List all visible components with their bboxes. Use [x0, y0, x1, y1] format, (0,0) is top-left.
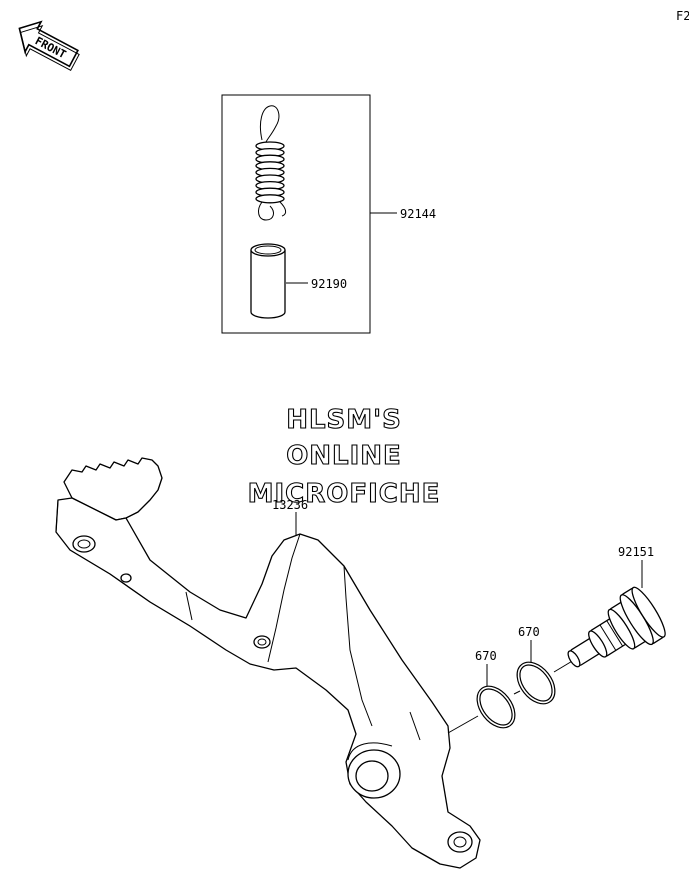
label-13236: 13236	[272, 498, 308, 512]
label-92144: 92144	[400, 207, 436, 221]
label-92190: 92190	[311, 277, 347, 291]
spring-coil	[255, 194, 285, 204]
watermark-line-3: MICROFICHE	[248, 479, 441, 509]
watermark-line-2: ONLINE	[286, 441, 402, 471]
return-spring	[255, 105, 287, 221]
kit-frame	[221, 94, 371, 334]
label-670-inner: 670	[518, 625, 540, 639]
pivot-shaft	[567, 586, 666, 668]
page-code: F2	[676, 9, 689, 23]
brake-pedal	[55, 457, 481, 869]
watermark-line-1: HLSM'S	[286, 405, 402, 435]
o-ring-inner	[516, 661, 556, 705]
o-ring-outer	[476, 685, 516, 729]
collar	[250, 243, 286, 319]
label-670-outer: 670	[475, 649, 497, 663]
label-92151: 92151	[618, 545, 654, 559]
front-arrow-icon: FRONT	[18, 20, 80, 72]
